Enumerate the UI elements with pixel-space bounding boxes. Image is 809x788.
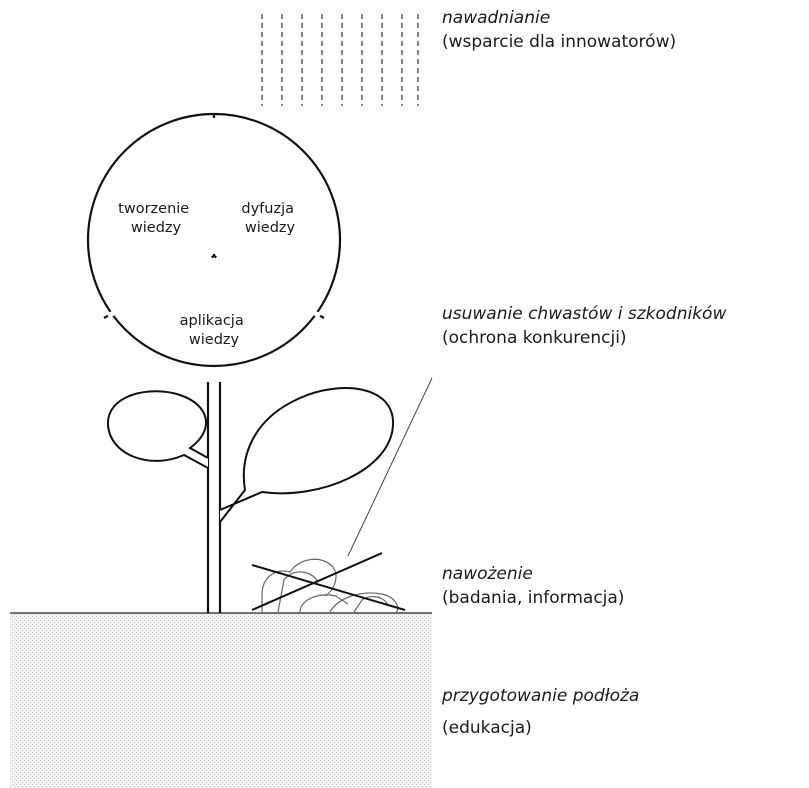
label-weeding: usuwanie chwastów i szkodników (ochrona … <box>442 302 726 350</box>
weed-sketch <box>262 559 398 612</box>
label-fertilizing-subtitle: (badania, informacja) <box>442 586 624 610</box>
label-soil-preparation: przygotowanie podłoża (edukacja) <box>442 684 639 740</box>
segment-knowledge-application-line2: wiedzy <box>189 332 240 348</box>
label-watering-subtitle: (wsparcie dla innowatorów) <box>442 30 676 54</box>
left-leaf <box>108 391 208 468</box>
segment-knowledge-creation-line1: tworzenie <box>118 201 189 217</box>
right-leaf <box>220 388 393 522</box>
segment-knowledge-diffusion-line2: wiedzy <box>245 220 296 236</box>
label-watering: nawadnianie (wsparcie dla innowatorów) <box>442 6 676 54</box>
label-soil-preparation-title: przygotowanie podłoża <box>442 684 639 708</box>
label-weeding-title: usuwanie chwastów i szkodników <box>442 302 726 326</box>
label-fertilizing-title: nawożenie <box>442 562 624 586</box>
segment-knowledge-diffusion-line1: dyfuzja <box>241 201 294 217</box>
label-watering-title: nawadnianie <box>442 6 676 30</box>
label-weeding-subtitle: (ochrona konkurencji) <box>442 326 726 350</box>
label-fertilizing: nawożenie (badania, informacja) <box>442 562 624 610</box>
segment-knowledge-creation-line2: wiedzy <box>131 220 182 236</box>
weed-cross-out <box>252 553 405 610</box>
rain-lines <box>262 14 418 106</box>
label-soil-preparation-subtitle: (edukacja) <box>442 716 639 740</box>
soil-area <box>10 613 432 788</box>
segment-knowledge-application-line1: aplikacja <box>180 313 244 329</box>
plant-stem <box>208 382 220 613</box>
